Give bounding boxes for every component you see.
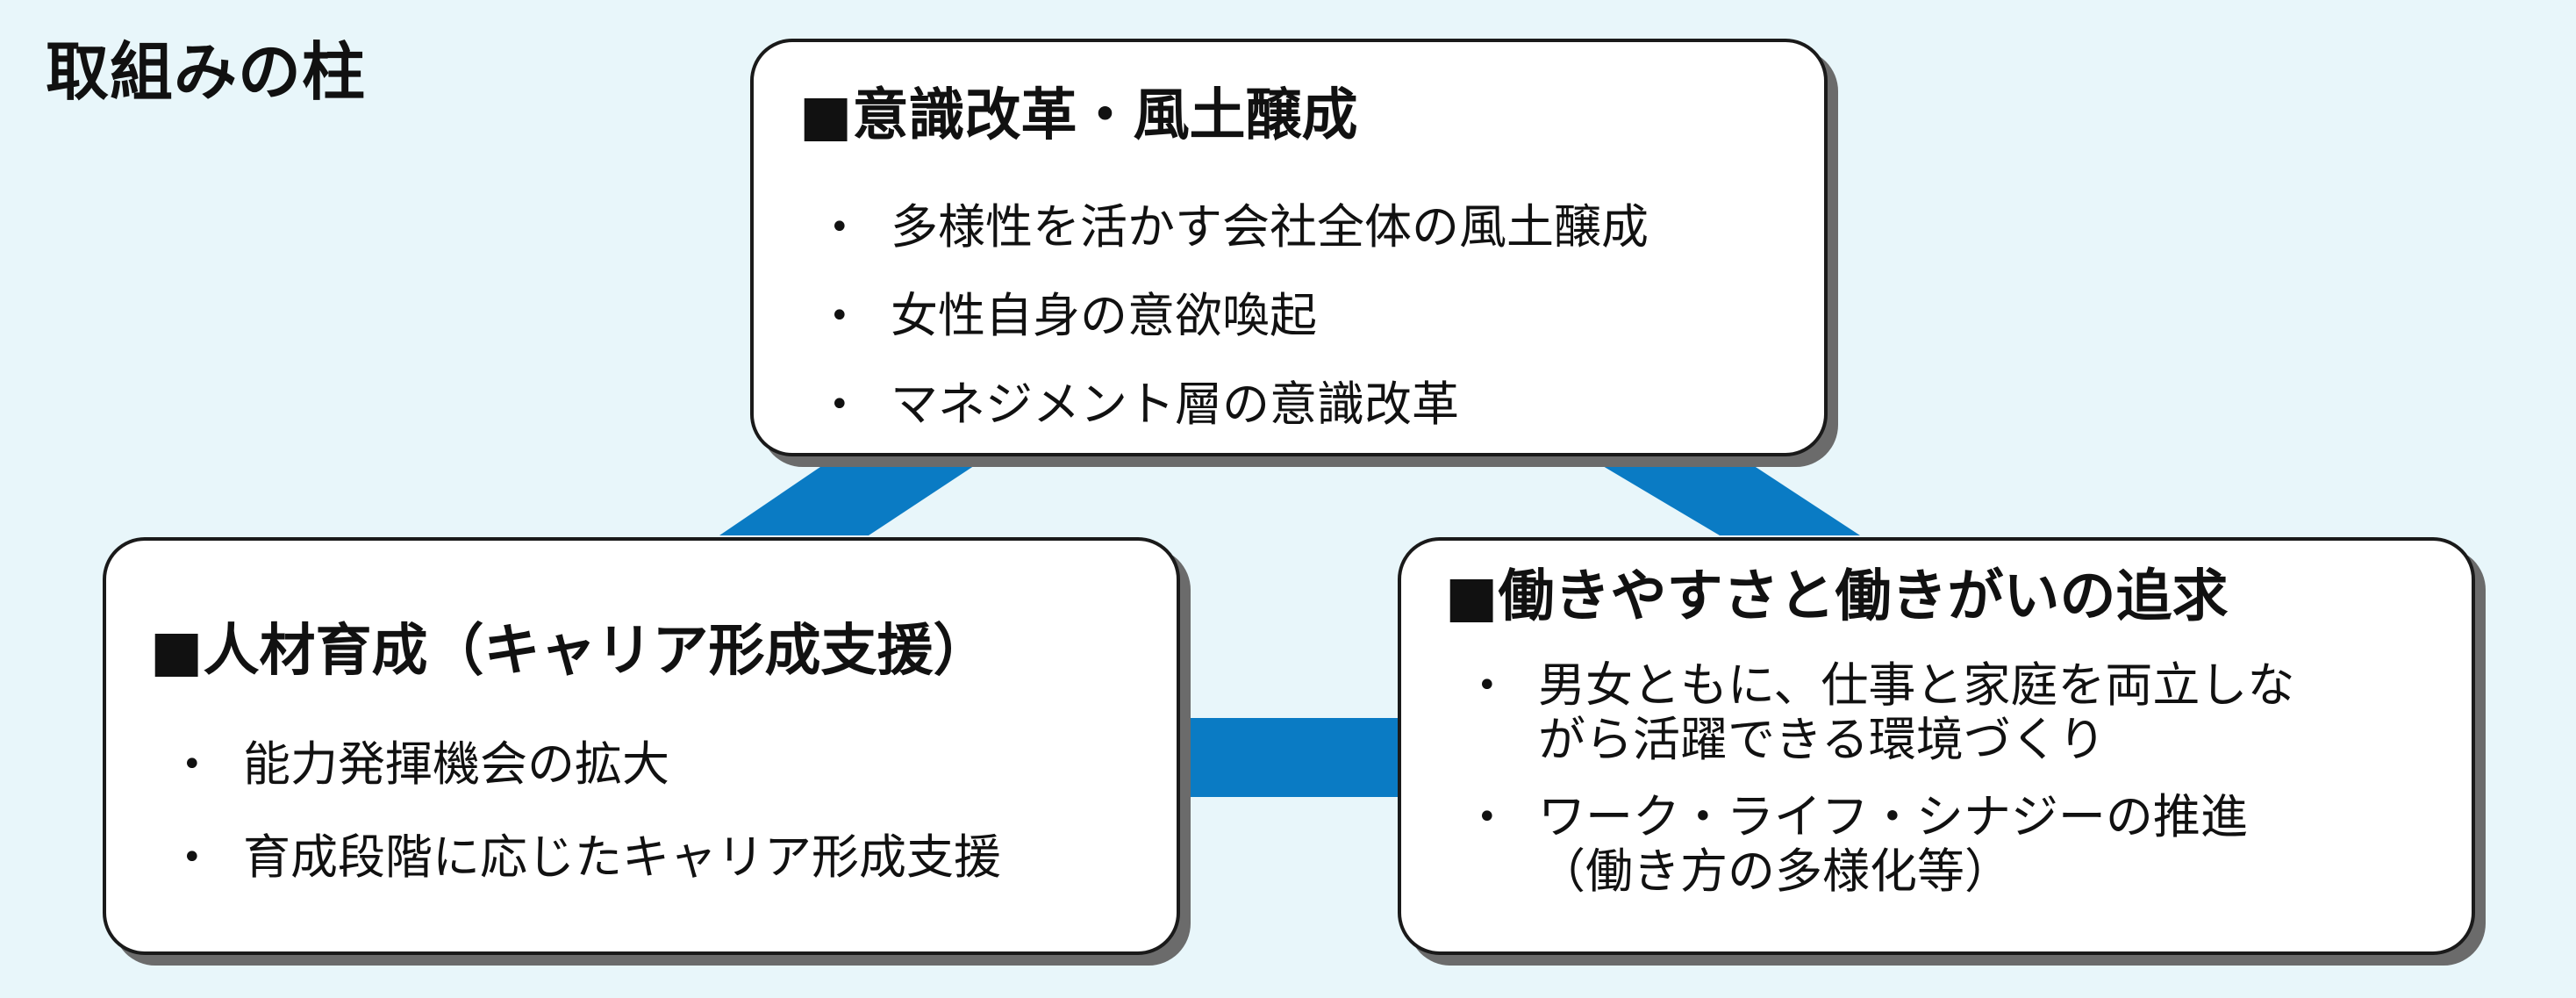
list-item-line: 男女ともに、仕事と家庭を両立しな [1538,657,2295,713]
list-item: 男女ともに、仕事と家庭を両立しな がら活躍できる環境づくり [1473,658,2294,767]
list-item: ワーク・ライフ・シナジーの推進 （働き方の多様化等） [1473,790,2294,899]
connector-top-left [719,452,995,535]
list-item-line: ワーク・ライフ・シナジーの推進 [1538,789,2248,844]
pillar-title: ■意識改革・風土醸成 [799,83,1358,148]
list-item: 育成段階に応じたキャリア形成支援 [178,830,1001,886]
page-title: 取組みの柱 [46,35,367,109]
list-item-line: がら活躍できる環境づくり [1538,712,2106,767]
pillar-title: ■人材育成（キャリア形成支援） [150,619,990,684]
pillar-item-list: 能力発揮機会の拡大 育成段階に応じたキャリア形成支援 [178,737,1001,886]
list-item: 能力発揮機会の拡大 [178,737,1001,793]
pillar-card-culture: ■意識改革・風土醸成 多様性を活かす会社全体の風土醸成 女性自身の意欲喚起 マネ… [750,39,1828,456]
list-item: マネジメント層の意識改革 [826,377,1649,433]
list-item: 多様性を活かす会社全体の風土醸成 [826,200,1649,255]
pillar-card-talent: ■人材育成（キャリア形成支援） 能力発揮機会の拡大 育成段階に応じたキャリア形成… [103,537,1180,955]
pillar-card-worklife: ■働きやすさと働きがいの追求 男女ともに、仕事と家庭を両立しな がら活躍できる環… [1398,537,2475,955]
list-item: 女性自身の意欲喚起 [826,289,1649,344]
pillar-item-list: 男女ともに、仕事と家庭を両立しな がら活躍できる環境づくり ワーク・ライフ・シナ… [1473,658,2294,899]
connector-bottom [1176,718,1404,797]
pillar-item-list: 多様性を活かす会社全体の風土醸成 女性自身の意欲喚起 マネジメント層の意識改革 [826,200,1649,433]
connector-top-right [1579,452,1860,535]
pillar-title: ■働きやすさと働きがいの追求 [1445,564,2229,629]
list-item-line: （働き方の多様化等） [1538,844,2012,899]
